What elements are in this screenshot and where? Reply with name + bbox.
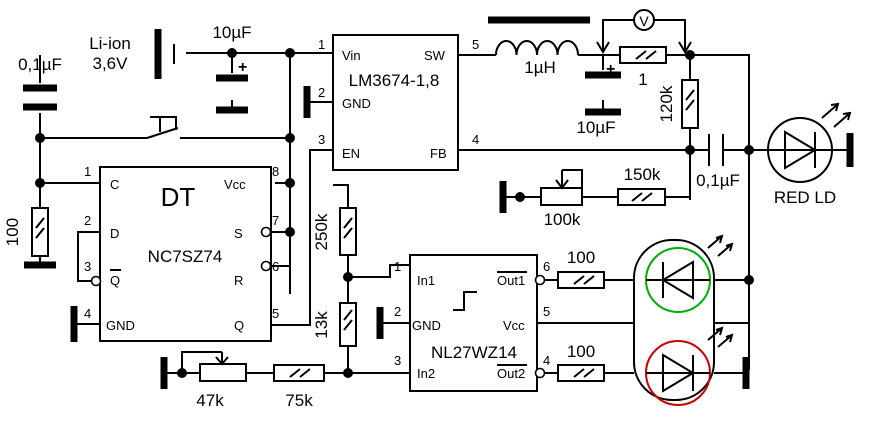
bicolor-led <box>633 234 734 406</box>
pushbutton-switch <box>146 116 179 139</box>
regulator-pin-vin: Vin <box>342 48 361 63</box>
flipflop-title: DT <box>161 182 196 212</box>
regulator-pinnum-sw: 5 <box>472 37 479 52</box>
resistor-120k: 120k <box>657 79 699 129</box>
resistor-250k: 250k <box>312 207 357 256</box>
svg-text:+: + <box>238 59 247 76</box>
inductor: 1µH <box>488 16 590 77</box>
inverter-pinnum-out2: 4 <box>543 353 550 368</box>
inverter-pinnum-out1: 6 <box>543 259 550 274</box>
potentiometer-47k: 47k <box>196 352 247 410</box>
resistor-150k: 150k <box>617 165 666 206</box>
cap-input-label: 10µF <box>212 23 251 42</box>
voltmeter: V <box>596 9 692 54</box>
resistor-75k-label: 75k <box>285 391 313 410</box>
regulator-pinnum-vin: 1 <box>318 37 325 52</box>
voltmeter-symbol: V <box>639 13 649 29</box>
flipflop-pin-s: S <box>234 226 243 241</box>
resistor-150k-label: 150k <box>624 165 661 184</box>
resistor-120k-label: 120k <box>657 85 676 122</box>
inverter-part-label: NL27WZ14 <box>431 343 517 362</box>
regulator-pin-sw: SW <box>424 48 446 63</box>
inverter-nl27wz14: NL27WZ14 In1 GND In2 Out1 Vcc Out2 1 2 3… <box>394 254 550 392</box>
inductor-label: 1µH <box>524 58 556 77</box>
flipflop-pinnum-s: 7 <box>272 213 279 228</box>
inverter-pinnum-in1: 1 <box>394 259 401 274</box>
resistor-250k-label: 250k <box>312 213 331 250</box>
flipflop-pin-gnd: GND <box>106 318 135 333</box>
capacitor-filter: 0,1µF <box>18 55 62 111</box>
inverter-pin-vcc: Vcc <box>503 318 525 333</box>
pot-100k-label: 100k <box>544 210 581 229</box>
potentiometer-100k: 100k <box>540 170 583 229</box>
resistor-100-bottom-label: 100 <box>567 342 595 361</box>
flipflop-pinnum-qbar: 3 <box>84 259 91 274</box>
resistor-100-top: 100 <box>557 248 605 289</box>
flipflop-pin-r: R <box>234 273 243 288</box>
inverter-pin-in2: In2 <box>417 366 435 381</box>
flipflop-pinnum-q: 5 <box>272 306 279 321</box>
battery-label-voltage: 3,6V <box>93 54 129 73</box>
regulator-pin-gnd: GND <box>342 96 371 111</box>
flipflop-pinnum-r: 6 <box>272 259 279 274</box>
resistor-13k: 13k <box>312 302 357 347</box>
resistor-13k-label: 13k <box>312 311 331 339</box>
cap-coupling-label: 0,1µF <box>696 171 740 190</box>
inverter-pin-out2: Out2 <box>497 366 525 381</box>
junctions <box>35 48 754 378</box>
regulator-pin-fb: FB <box>430 146 447 161</box>
resistor-100-top-label: 100 <box>567 248 595 267</box>
inverter-pin-in1: In1 <box>417 273 435 288</box>
capacitor-coupling: 0,1µF <box>696 134 740 190</box>
regulator-pinnum-gnd: 2 <box>318 85 325 100</box>
capacitor-output: + 10µF <box>576 61 621 137</box>
pot-47k-label: 47k <box>196 391 224 410</box>
resistor-sense: 1 <box>619 46 667 89</box>
cap-output-label: 10µF <box>576 118 615 137</box>
battery-label-type: Li-ion <box>89 34 131 53</box>
inverter-pin-gnd: GND <box>412 318 441 333</box>
flipflop-pin-vcc: Vcc <box>224 177 246 192</box>
regulator-pin-en: EN <box>342 146 360 161</box>
flipflop-pin-c: C <box>110 177 119 192</box>
flipflop-pinnum-vcc: 8 <box>272 164 279 179</box>
resistor-75k: 75k <box>273 364 325 410</box>
battery: Li-ion 3,6V <box>89 34 175 73</box>
flipflop-pin-q: Q <box>234 318 244 333</box>
laser-diode-label: RED LD <box>774 188 836 207</box>
inverter-pin-out1: Out1 <box>497 273 525 288</box>
inverter-pinnum-gnd: 2 <box>394 304 401 319</box>
resistor-100-left: 100 <box>3 207 49 257</box>
resistor-100-left-label: 100 <box>3 218 22 246</box>
regulator-pinnum-fb: 4 <box>472 132 479 147</box>
capacitor-input: + 10µF <box>212 23 252 82</box>
flipflop-pin-d: D <box>110 226 119 241</box>
resistor-sense-label: 1 <box>638 70 647 89</box>
inverter-pinnum-vcc: 5 <box>543 304 550 319</box>
flipflop-part-label: NC7SZ74 <box>148 247 223 266</box>
resistor-100-bottom: 100 <box>557 342 605 382</box>
regulator-pinnum-en: 3 <box>318 132 325 147</box>
flipflop-pinnum-c: 1 <box>84 164 91 179</box>
svg-text:+: + <box>606 61 615 78</box>
flipflop-pin-qbar: Q <box>110 273 120 288</box>
flipflop-pinnum-gnd: 4 <box>84 306 91 321</box>
red-laser-diode: RED LD <box>767 102 852 207</box>
regulator-lm3674: LM3674-1,8 Vin SW GND EN FB 1 5 2 3 4 <box>318 34 479 171</box>
regulator-part-label: LM3674-1,8 <box>349 71 440 90</box>
inverter-pinnum-in2: 3 <box>394 353 401 368</box>
ground-bars <box>24 29 854 389</box>
flipflop-nc7sz74: DT NC7SZ74 C D Q GND Vcc S R Q 1 2 3 4 8… <box>84 164 279 342</box>
flipflop-pinnum-d: 2 <box>84 213 91 228</box>
cap-filter-label: 0,1µF <box>18 55 62 74</box>
